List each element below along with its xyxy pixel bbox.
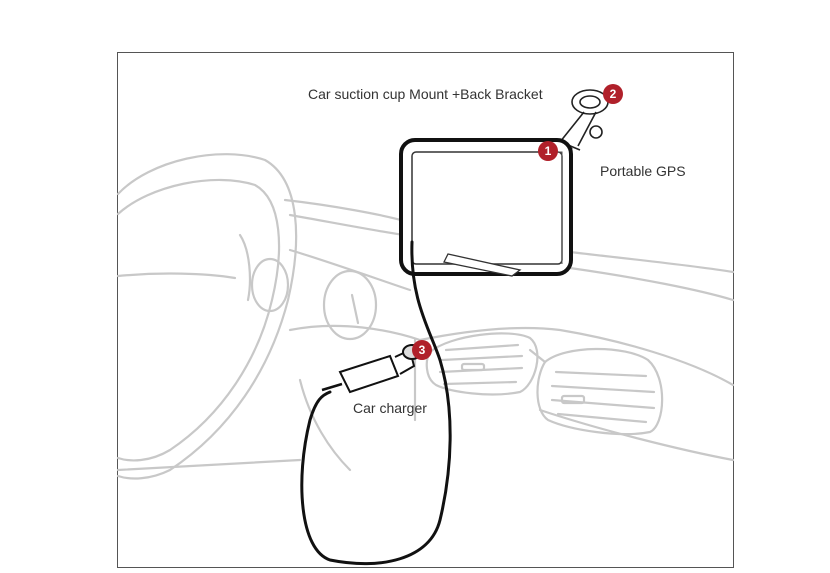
air-vent-left [425,332,539,396]
gauge-right [322,269,378,341]
dashboard-ridge [288,213,735,302]
dashboard-left-edge [116,272,237,280]
callout-badge-1: 1 [538,141,558,161]
gps-label: Portable GPS [600,163,686,179]
charging-cable [300,240,452,566]
callout-badge-2: 2 [603,84,623,104]
diagram-frame [117,52,734,568]
steering-wheel-inner [116,178,281,462]
callout-badge-3: 3 [412,340,432,360]
dashboard-console [288,324,735,387]
mount-label: Car suction cup Mount +Back Bracket [308,86,543,102]
steering-wheel-outer [116,153,298,480]
car-charger-plug [321,344,422,394]
portable-gps-device [399,138,573,277]
gauge-left [250,257,290,313]
air-vent-right [536,347,664,436]
charger-label: Car charger [353,400,427,416]
